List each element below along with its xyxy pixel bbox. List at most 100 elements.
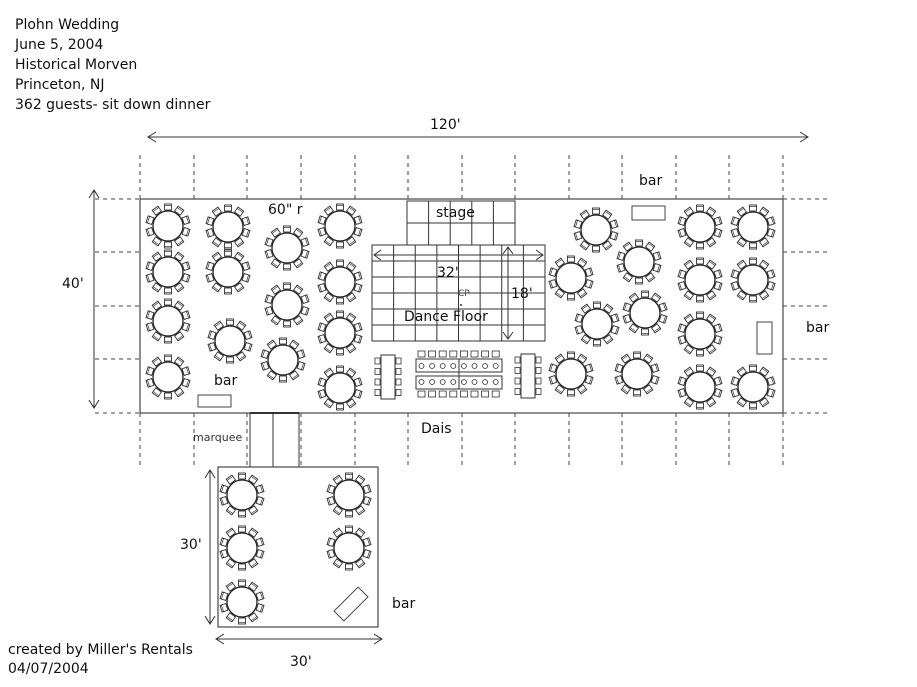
round-table — [616, 239, 662, 285]
chair — [535, 388, 542, 395]
chair — [535, 367, 542, 374]
bar-top-label: bar — [639, 173, 663, 189]
chair — [616, 263, 626, 273]
chair — [696, 402, 704, 410]
chair — [353, 283, 363, 293]
chair — [650, 363, 660, 373]
chair — [145, 273, 155, 283]
chair — [580, 334, 592, 345]
chair — [233, 282, 245, 293]
width-dimension-arrow — [147, 131, 809, 143]
chair — [255, 537, 265, 547]
chair — [336, 259, 344, 267]
place-setting — [450, 379, 457, 385]
chair — [292, 284, 304, 295]
chair — [567, 255, 575, 263]
chair — [288, 370, 300, 381]
chair — [173, 205, 185, 216]
chair — [574, 325, 584, 335]
chair — [758, 259, 770, 270]
table-top — [684, 264, 716, 296]
bar-annex — [333, 586, 369, 622]
chair — [173, 300, 185, 311]
chair — [247, 612, 259, 623]
chair — [548, 363, 558, 373]
bar-right-label: bar — [806, 320, 830, 336]
chair — [677, 269, 687, 279]
chair — [336, 203, 344, 211]
chair — [758, 366, 770, 377]
table-top — [555, 262, 587, 294]
chair — [323, 236, 335, 247]
chair — [292, 315, 304, 326]
chair — [635, 277, 643, 285]
chair — [151, 205, 163, 216]
chair — [317, 334, 327, 344]
chair — [620, 353, 632, 364]
chair — [181, 273, 191, 283]
chair — [658, 314, 668, 324]
chair — [164, 392, 172, 400]
chair — [601, 209, 613, 220]
table-top — [267, 344, 299, 376]
chair — [226, 356, 234, 364]
chair — [164, 287, 172, 295]
chair — [374, 378, 381, 386]
place-setting — [492, 363, 499, 369]
chair — [266, 370, 278, 381]
chair — [362, 496, 372, 506]
chair — [573, 231, 583, 241]
chair — [705, 237, 717, 248]
chair — [428, 390, 437, 398]
bar-top — [631, 205, 666, 221]
chair — [345, 563, 353, 571]
chair — [730, 376, 740, 386]
chair — [205, 228, 215, 238]
chair — [705, 344, 717, 355]
chair — [238, 510, 246, 518]
chair — [650, 323, 662, 334]
chair — [224, 204, 232, 212]
chair — [345, 398, 357, 409]
chair — [650, 375, 660, 385]
chair — [758, 290, 770, 301]
table-top — [581, 308, 613, 340]
chair — [758, 397, 770, 408]
chair — [749, 257, 757, 265]
chair — [705, 366, 717, 377]
place-setting — [482, 379, 489, 385]
place-setting — [450, 363, 457, 369]
table-top — [324, 317, 356, 349]
chair — [181, 227, 191, 237]
chair — [326, 537, 336, 547]
chair — [241, 273, 251, 283]
chair — [164, 298, 172, 306]
annex-depth-label: 30' — [180, 537, 202, 553]
chair — [151, 251, 163, 262]
round-table — [219, 472, 265, 518]
round-table — [326, 472, 372, 518]
chair — [145, 366, 155, 376]
chair — [235, 320, 247, 331]
marquee-label: marquee — [193, 431, 243, 444]
table-size-label: 60" r — [268, 202, 303, 218]
chair — [345, 510, 353, 518]
chair — [696, 204, 704, 212]
chair — [705, 290, 717, 301]
chair — [749, 402, 757, 410]
chair — [173, 251, 185, 262]
chair — [592, 207, 600, 215]
round-table — [317, 365, 363, 411]
chair — [241, 228, 251, 238]
chair — [713, 376, 723, 386]
chair — [514, 367, 521, 374]
chair — [283, 263, 291, 271]
center-point-dot — [460, 304, 462, 306]
event-title: Plohn Wedding — [15, 17, 120, 33]
table-top — [226, 479, 258, 511]
chair — [345, 292, 357, 303]
round-table — [205, 249, 251, 295]
chair — [226, 318, 234, 326]
chair — [736, 397, 748, 408]
chair — [514, 377, 521, 385]
